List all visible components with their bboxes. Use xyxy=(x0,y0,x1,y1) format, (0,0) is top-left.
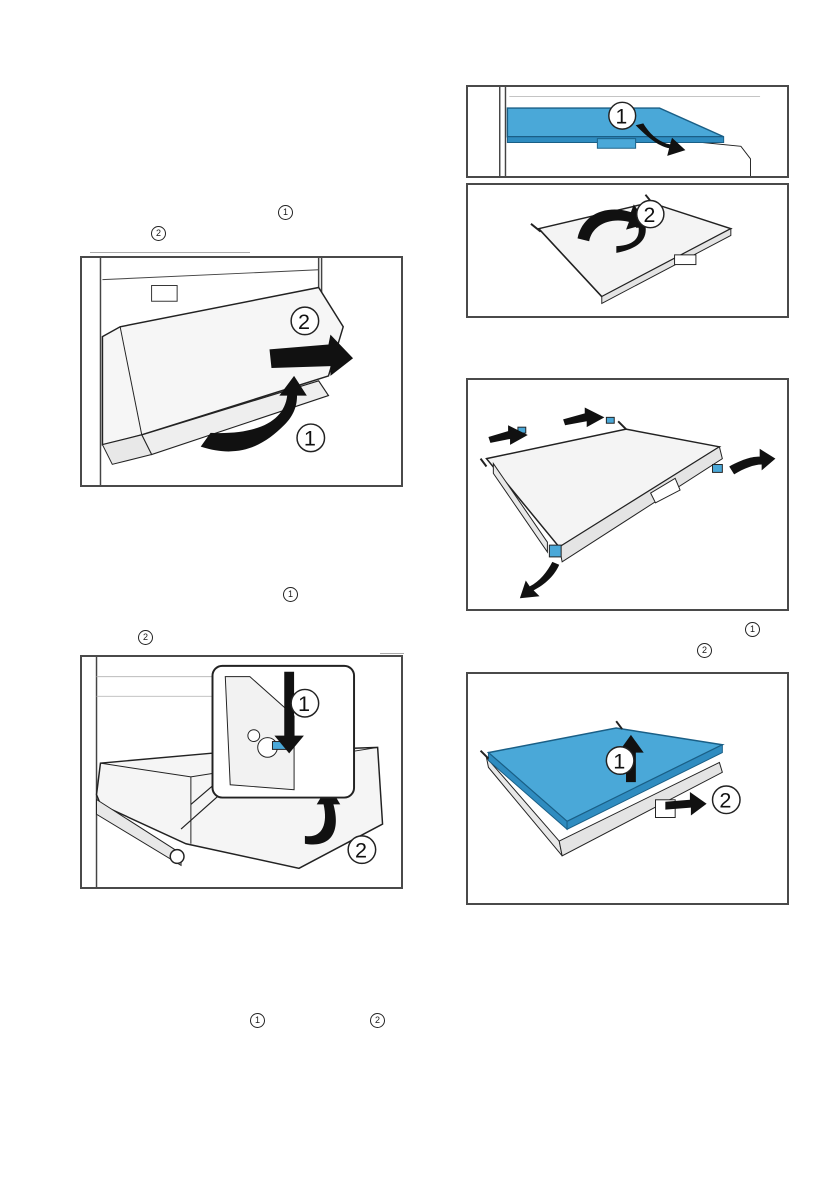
glass-shelf-rotate-illustration: 2 xyxy=(468,185,787,316)
glass-shelf-tilt-illustration: 1 xyxy=(468,87,787,176)
figure-drawer-lift-pull: 1 2 xyxy=(80,256,403,487)
step-2-label: 2 xyxy=(644,203,656,227)
drawer-press-lift-illustration: 2 1 xyxy=(82,657,401,887)
figure-glass-shelf-tilt: 1 xyxy=(466,85,789,178)
inline-marker-1: 1 xyxy=(278,205,293,220)
shelf-frame-release-illustration xyxy=(468,380,787,609)
inline-marker-2: 2 xyxy=(370,1013,385,1028)
step-1-label: 1 xyxy=(613,748,625,773)
step-1-label: 1 xyxy=(616,105,628,128)
figure-shelf-frame-release xyxy=(466,378,789,611)
figure-shelf-lift-slide: 1 2 xyxy=(466,672,789,905)
divider xyxy=(380,653,404,654)
figure-glass-shelf-rotate: 2 xyxy=(466,183,789,318)
step-1-label: 1 xyxy=(298,691,310,716)
step-2-label: 2 xyxy=(355,838,367,863)
inline-marker-1: 1 xyxy=(250,1013,265,1028)
divider xyxy=(90,252,250,253)
figure-drawer-press-lift: 2 1 xyxy=(80,655,403,889)
inline-marker-2: 2 xyxy=(138,630,153,645)
inline-marker-2: 2 xyxy=(151,226,166,241)
inline-marker-1: 1 xyxy=(745,622,760,637)
step-1-label: 1 xyxy=(304,426,316,451)
inline-marker-1: 1 xyxy=(283,587,298,602)
step-2-label: 2 xyxy=(298,309,310,334)
step-2-label: 2 xyxy=(719,788,731,813)
inline-marker-2: 2 xyxy=(697,643,712,658)
drawer-lift-pull-illustration: 1 2 xyxy=(82,258,401,485)
shelf-lift-slide-illustration: 1 2 xyxy=(468,674,787,903)
